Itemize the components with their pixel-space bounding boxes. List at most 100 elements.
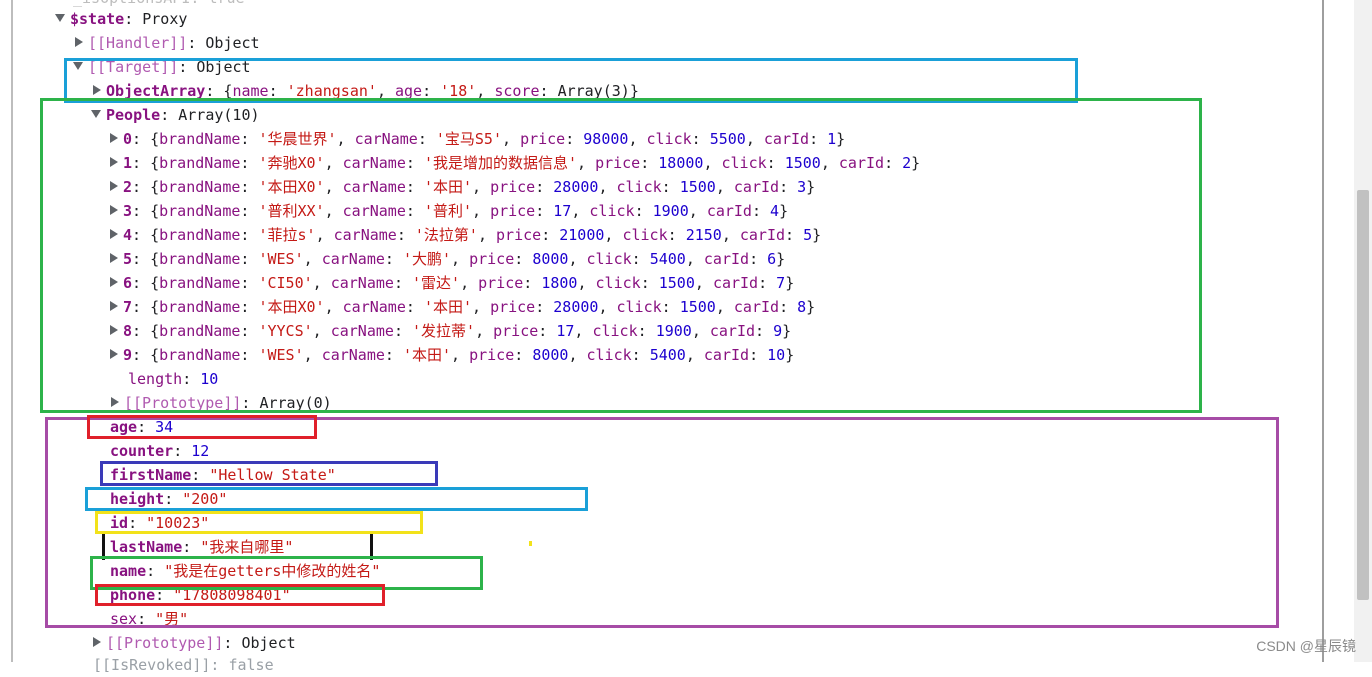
people-item-row[interactable]: 2: {brandName: '本田X0', carName: '本田', pr… — [110, 175, 815, 199]
state-key: $state — [70, 10, 125, 28]
punct: : — [884, 154, 903, 172]
state-row[interactable]: $state: Proxy — [55, 7, 187, 31]
prop-key: click — [592, 322, 638, 340]
prop-key: carId — [733, 298, 780, 316]
people-item-row[interactable]: 6: {brandName: 'CI50', carName: '雷达', pr… — [110, 271, 794, 295]
prop-key: brandName — [159, 298, 241, 316]
people-item-row[interactable]: 3: {brandName: '普利XX', carName: '普利', pr… — [110, 199, 788, 223]
prop-key: firstName — [110, 466, 192, 484]
brand-name-value: '奔驰X0' — [258, 154, 325, 172]
punct: : — [535, 178, 554, 196]
expand-right-icon[interactable] — [93, 84, 101, 95]
punct: : — [393, 322, 412, 340]
punct: : { — [132, 346, 160, 364]
people-key: People — [106, 106, 161, 124]
punct: , — [451, 346, 470, 364]
punct: , — [703, 154, 722, 172]
punct: : — [779, 178, 798, 196]
prop-key: click — [622, 226, 668, 244]
expand-right-icon[interactable] — [110, 300, 118, 311]
punct: : — [405, 298, 424, 316]
punct: , — [324, 202, 343, 220]
expand-right-icon[interactable] — [110, 132, 118, 143]
prop-key: brandName — [159, 322, 241, 340]
punct: : — [514, 250, 533, 268]
punct: , — [303, 250, 322, 268]
vertical-scrollbar[interactable] — [1354, 0, 1372, 662]
people-item-row[interactable]: 1: {brandName: '奔驰X0', carName: '我是增加的数据… — [110, 151, 920, 175]
people-item-row[interactable]: 8: {brandName: 'YYCS', carName: '发拉蒂', p… — [110, 319, 791, 343]
expand-right-icon[interactable] — [110, 180, 118, 191]
prop-key: carName — [330, 322, 394, 340]
punct: } — [812, 226, 822, 244]
devtools-frame-left — [11, 0, 13, 662]
punct: } — [806, 298, 816, 316]
people-row[interactable]: People: Array(10) — [91, 103, 260, 127]
people-item-row[interactable]: 5: {brandName: 'WES', carName: '大鹏', pri… — [110, 247, 785, 271]
click-value: 5400 — [649, 250, 686, 268]
expand-right-icon[interactable] — [110, 348, 118, 359]
punct: : — [384, 250, 403, 268]
punct: : { — [132, 298, 160, 316]
object-array-row[interactable]: ObjectArray: {name: 'zhangsan', age: '18… — [93, 79, 639, 103]
brand-name-value: 'WES' — [258, 250, 304, 268]
prop-lastname-row: lastName: "我来自哪里" — [110, 538, 294, 556]
car-id-value: 5 — [803, 226, 813, 244]
punct: : — [637, 322, 656, 340]
expand-right-icon[interactable] — [110, 252, 118, 263]
object-prototype-row[interactable]: [[Prototype]]: Object — [93, 631, 296, 655]
target-row[interactable]: [[Target]]: Object — [73, 55, 251, 79]
punct: : — [393, 274, 412, 292]
punct: , — [715, 298, 734, 316]
punct: : — [758, 274, 777, 292]
people-item-row[interactable]: 7: {brandName: '本田X0', carName: '本田', pr… — [110, 295, 815, 319]
punct: , — [472, 202, 491, 220]
people-item-row[interactable]: 0: {brandName: '华晨世界', carName: '宝马S5', … — [110, 127, 845, 151]
expand-right-icon[interactable] — [93, 636, 101, 647]
expand-right-icon[interactable] — [110, 156, 118, 167]
prop-value: "10023" — [146, 514, 210, 532]
expand-right-icon[interactable] — [75, 36, 83, 47]
prop-key: age — [110, 418, 138, 436]
prop-key: carName — [321, 346, 385, 364]
price-value: 28000 — [553, 178, 599, 196]
prop-value: "200" — [182, 490, 228, 508]
expand-right-icon[interactable] — [110, 276, 118, 287]
prop-value: "我是在getters中修改的姓名" — [164, 562, 381, 580]
expand-right-icon[interactable] — [110, 228, 118, 239]
expand-down-icon[interactable] — [91, 109, 101, 118]
car-name-value: '本田' — [423, 178, 472, 196]
scrollbar-thumb[interactable] — [1357, 190, 1369, 600]
array-prototype-row[interactable]: [[Prototype]]: Array(0) — [111, 391, 332, 415]
punct: : — [755, 322, 774, 340]
expand-right-icon[interactable] — [110, 324, 118, 335]
car-id-value: 9 — [773, 322, 783, 340]
highlight-box-people — [40, 98, 1202, 413]
punct: } — [785, 346, 795, 364]
array-prototype-key: [[Prototype]] — [124, 394, 242, 412]
expand-down-icon[interactable] — [55, 13, 65, 22]
punct: , — [694, 274, 713, 292]
prop-key: carName — [342, 178, 406, 196]
prop-key: id — [110, 514, 129, 532]
prop-key: lastName — [110, 538, 183, 556]
price-value: 98000 — [583, 130, 629, 148]
prop-key: carName — [342, 202, 406, 220]
handler-row[interactable]: [[Handler]]: Object — [75, 31, 260, 55]
prop-key: carName — [321, 250, 385, 268]
prop-key: carId — [733, 178, 780, 196]
people-item-row[interactable]: 9: {brandName: 'WES', carName: '本田', pri… — [110, 343, 794, 367]
click-value: 1500 — [658, 274, 695, 292]
people-item-row[interactable]: 4: {brandName: '菲拉s', carName: '法拉第', pr… — [110, 223, 821, 247]
expand-right-icon[interactable] — [111, 396, 119, 407]
punct: : — [405, 202, 424, 220]
expand-right-icon[interactable] — [110, 204, 118, 215]
prop-key: click — [616, 178, 662, 196]
punct: } — [785, 274, 795, 292]
item-index: 2 — [123, 178, 133, 196]
car-id-value: 10 — [767, 346, 786, 364]
expand-down-icon[interactable] — [73, 61, 83, 70]
car-name-value: '本田' — [402, 346, 452, 364]
prop-value: "Hellow State" — [209, 466, 336, 484]
prop-key: click — [616, 298, 662, 316]
